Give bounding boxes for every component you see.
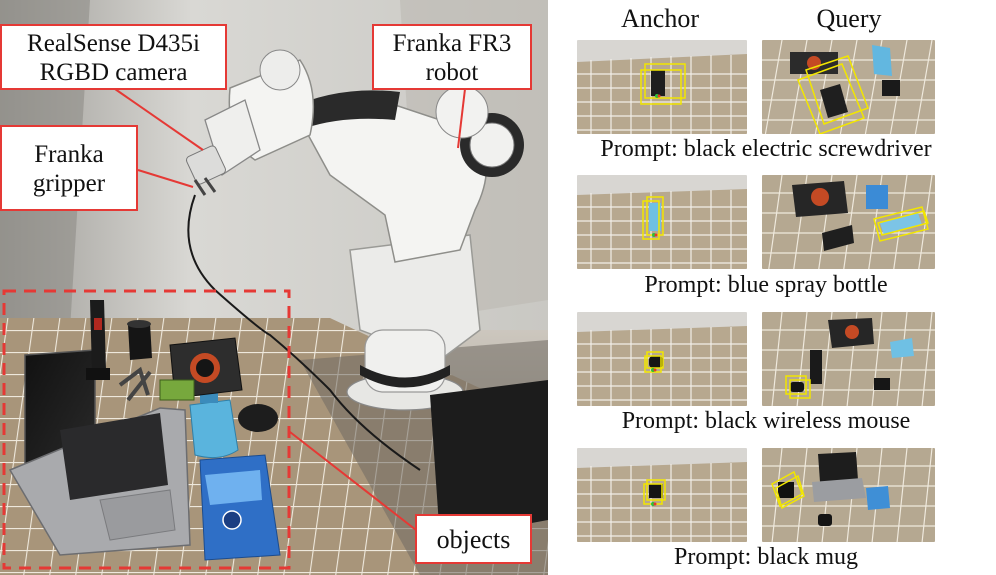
anchor-column-header: Anchor bbox=[621, 4, 699, 33]
pliers bbox=[118, 366, 152, 402]
query-image-mug bbox=[762, 448, 935, 542]
robot-label-line2: robot bbox=[425, 59, 479, 86]
anchor-image-mug bbox=[577, 448, 747, 542]
gripper-label-line2: gripper bbox=[32, 170, 106, 197]
prompt-caption-2: Prompt: blue spray bottle bbox=[644, 272, 888, 298]
anchor-image-spray-bottle bbox=[577, 175, 747, 269]
mug bbox=[128, 323, 152, 360]
gripper-label: Franka gripper bbox=[0, 125, 138, 211]
prompt-caption-1: Prompt: black electric screwdriver bbox=[600, 136, 932, 162]
camera-label-line1: RealSense D435i bbox=[27, 30, 200, 57]
spray-bottle bbox=[189, 399, 239, 459]
query-image-mouse bbox=[762, 312, 935, 406]
gripper-label-line1: Franka bbox=[34, 141, 104, 168]
screwdriver bbox=[90, 300, 106, 372]
annotation-lines bbox=[114, 88, 466, 531]
objects-region-box bbox=[2, 289, 291, 570]
query-column-header: Query bbox=[816, 4, 882, 33]
query-image-screwdriver bbox=[762, 40, 935, 134]
robot-label-line1: Franka FR3 bbox=[392, 30, 512, 57]
camera-label-line2: RGBD camera bbox=[39, 59, 188, 86]
prompt-caption-4: Prompt: black mug bbox=[674, 544, 858, 570]
objects-label: objects bbox=[415, 514, 532, 564]
anchor-image-screwdriver bbox=[577, 40, 747, 134]
camera-label: RealSense D435i RGBD camera bbox=[0, 24, 227, 90]
robot-setup-photo: RealSense D435i RGBD camera Franka FR3 r… bbox=[0, 0, 548, 575]
anchor-image-mouse bbox=[577, 312, 747, 406]
keyboard bbox=[60, 413, 168, 500]
query-image-spray-bottle bbox=[762, 175, 935, 269]
robot-label: Franka FR3 robot bbox=[372, 24, 532, 90]
prompt-caption-3: Prompt: black wireless mouse bbox=[621, 408, 911, 434]
computer-mouse bbox=[238, 404, 278, 432]
